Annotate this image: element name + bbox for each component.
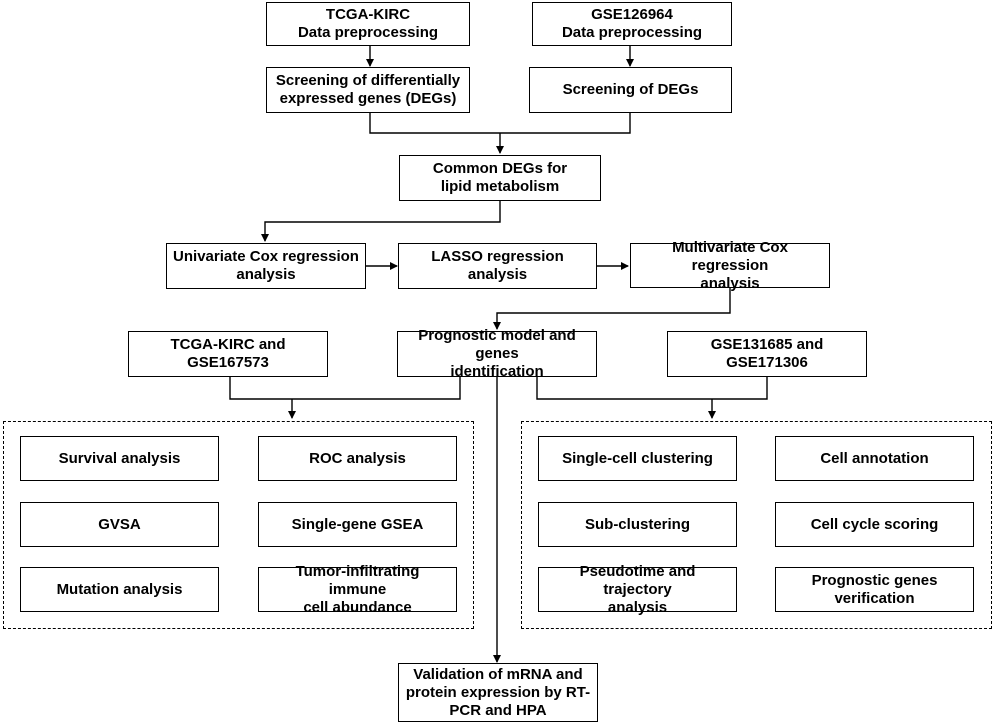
cell-cycle-scoring-box: Cell cycle scoring: [775, 502, 974, 547]
univariate-cox-box: Univariate Cox regression analysis: [166, 243, 366, 289]
merge-screening-lines: [369, 113, 631, 134]
gse131685-gse171306-box: GSE131685 and GSE171306: [667, 331, 867, 377]
gse126964-preprocessing-box: GSE126964 Data preprocessing: [532, 2, 732, 46]
single-gene-gsea-box: Single-gene GSEA: [258, 502, 457, 547]
screening-degs-gse-box: Screening of DEGs: [529, 67, 732, 113]
survival-analysis-box: Survival analysis: [20, 436, 219, 481]
merge-left-lines: [229, 377, 461, 400]
tcga-gse167573-box: TCGA-KIRC and GSE167573: [128, 331, 328, 377]
cell-annotation-box: Cell annotation: [775, 436, 974, 481]
sub-clustering-box: Sub-clustering: [538, 502, 737, 547]
pseudotime-box: Pseudotime and trajectory analysis: [538, 563, 737, 616]
mutation-analysis-box: Mutation analysis: [20, 567, 219, 612]
screening-degs-tcga-box: Screening of differentially expressed ge…: [266, 67, 470, 113]
prognostic-genes-verification-box: Prognostic genes verification: [775, 567, 974, 612]
prognostic-model-box: Prognostic model and genes identificatio…: [397, 327, 597, 380]
roc-analysis-box: ROC analysis: [258, 436, 457, 481]
arrow-multivariate-to-model: [493, 288, 731, 330]
clinical-analysis-group: [3, 421, 474, 629]
tumor-infiltrating-box: Tumor-infiltrating immune cell abundance: [258, 563, 457, 616]
multivariate-cox-box: Multivariate Cox regression analysis: [630, 239, 830, 292]
merge-right-lines: [536, 377, 768, 400]
validation-box: Validation of mRNA and protein expressio…: [398, 663, 598, 722]
single-cell-analysis-group: [521, 421, 992, 629]
tcga-preprocessing-box: TCGA-KIRC Data preprocessing: [266, 2, 470, 46]
arrow-common-to-univariate: [261, 201, 501, 242]
gvsa-box: GVSA: [20, 502, 219, 547]
common-degs-box: Common DEGs for lipid metabolism: [399, 155, 601, 201]
lasso-box: LASSO regression analysis: [398, 243, 597, 289]
single-cell-clustering-box: Single-cell clustering: [538, 436, 737, 481]
